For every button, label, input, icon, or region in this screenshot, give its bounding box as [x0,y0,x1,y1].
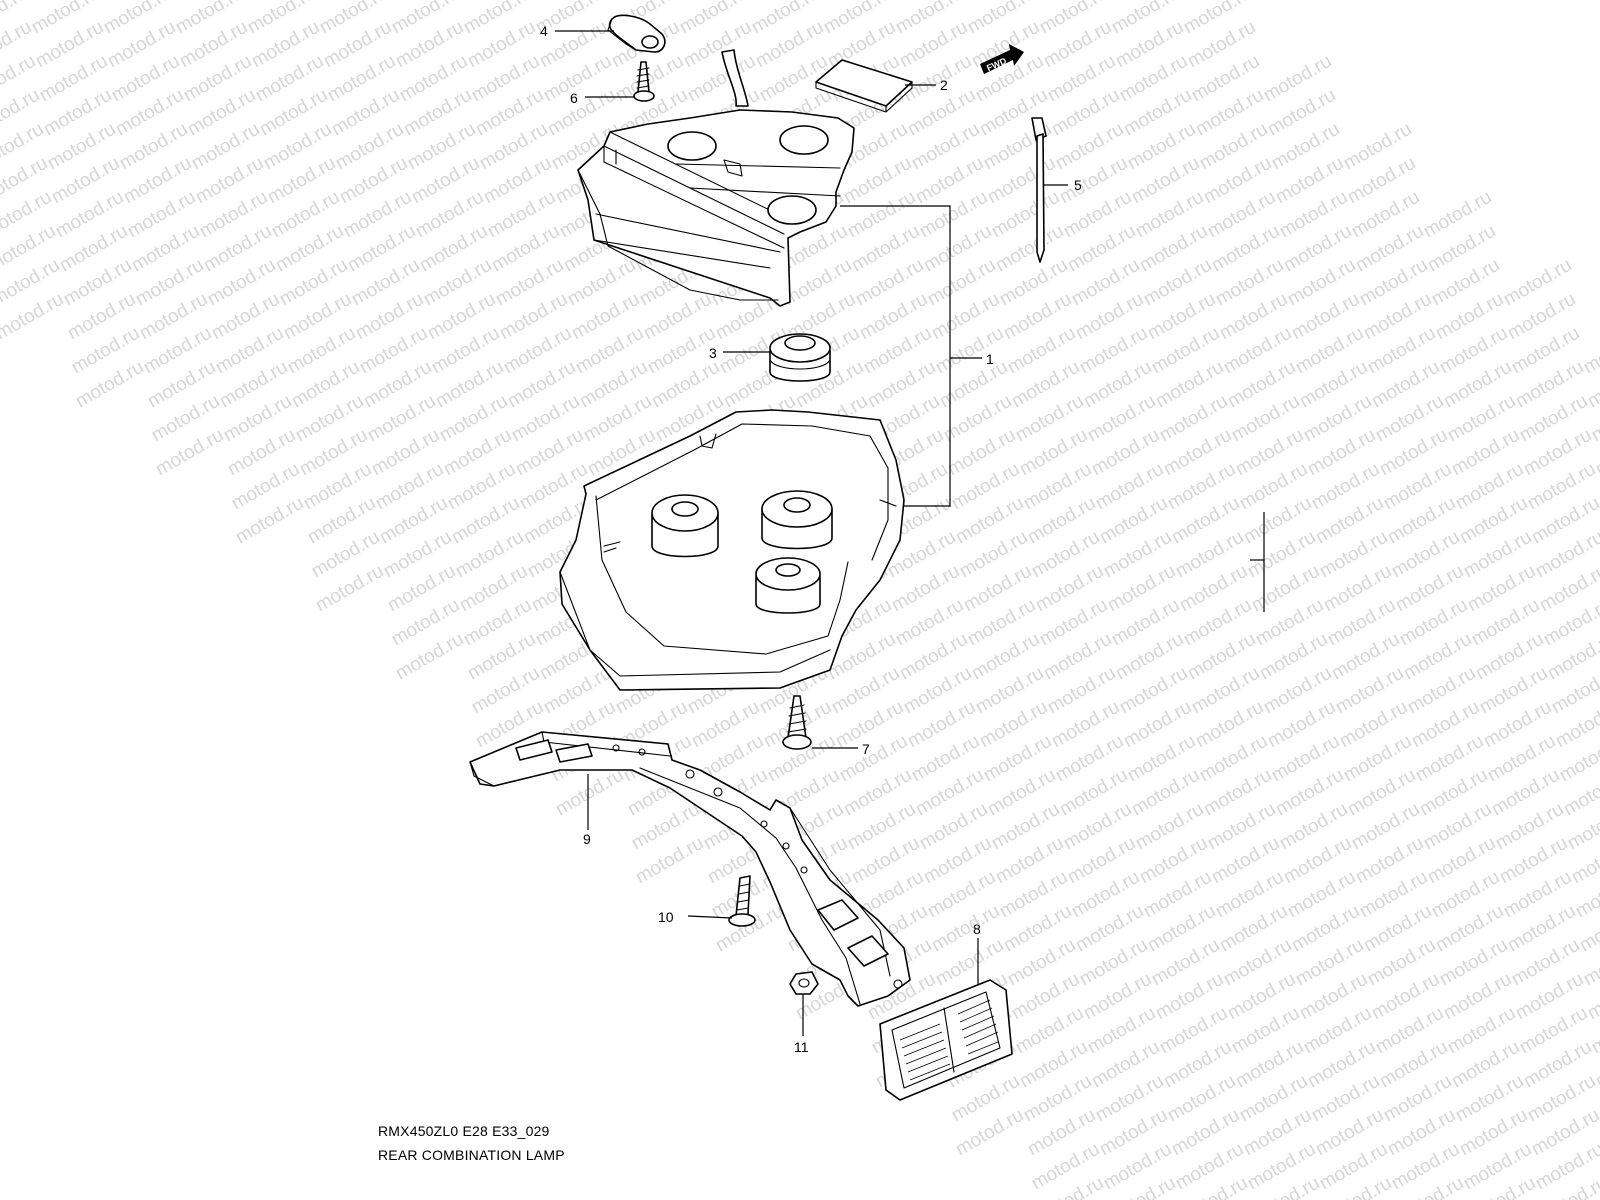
callout-11: 11 [794,1039,809,1055]
callout-7: 7 [862,741,870,757]
diagram-title: REAR COMBINATION LAMP [378,1147,565,1163]
callout-6: 6 [570,90,578,106]
callout-10: 10 [658,909,674,925]
model-code: RMX450ZL0 E28 E33_029 [378,1123,550,1139]
part-3-grommet[interactable] [769,333,831,382]
part-8-reflector[interactable] [879,979,1013,1101]
part-9-bracket[interactable] [469,731,911,1007]
callout-4: 4 [540,23,548,39]
part-2-pad[interactable] [815,59,913,113]
callout-1: 1 [986,351,994,367]
part-11-nut[interactable] [789,971,819,995]
part-4-clamp[interactable] [607,14,666,53]
part-1-lamp-housing[interactable] [577,49,855,307]
reflector-prism-pattern [899,999,999,1081]
part-5-cable-tie[interactable] [1031,117,1047,263]
part-6-screw[interactable] [633,61,655,102]
callout-9: 9 [583,831,591,847]
leader-lines [555,30,1068,1036]
callout-labels: 1 2 3 4 5 6 7 8 9 10 11 [540,23,1082,1055]
callout-5: 5 [1074,177,1082,193]
part-7-screw[interactable] [782,695,812,750]
part-10-bolt[interactable] [728,875,756,927]
callout-3: 3 [709,345,717,361]
alignment-mark [1250,512,1265,612]
part-1-lamp-base[interactable] [559,409,905,691]
callout-8: 8 [973,921,981,937]
callout-2: 2 [940,77,948,93]
